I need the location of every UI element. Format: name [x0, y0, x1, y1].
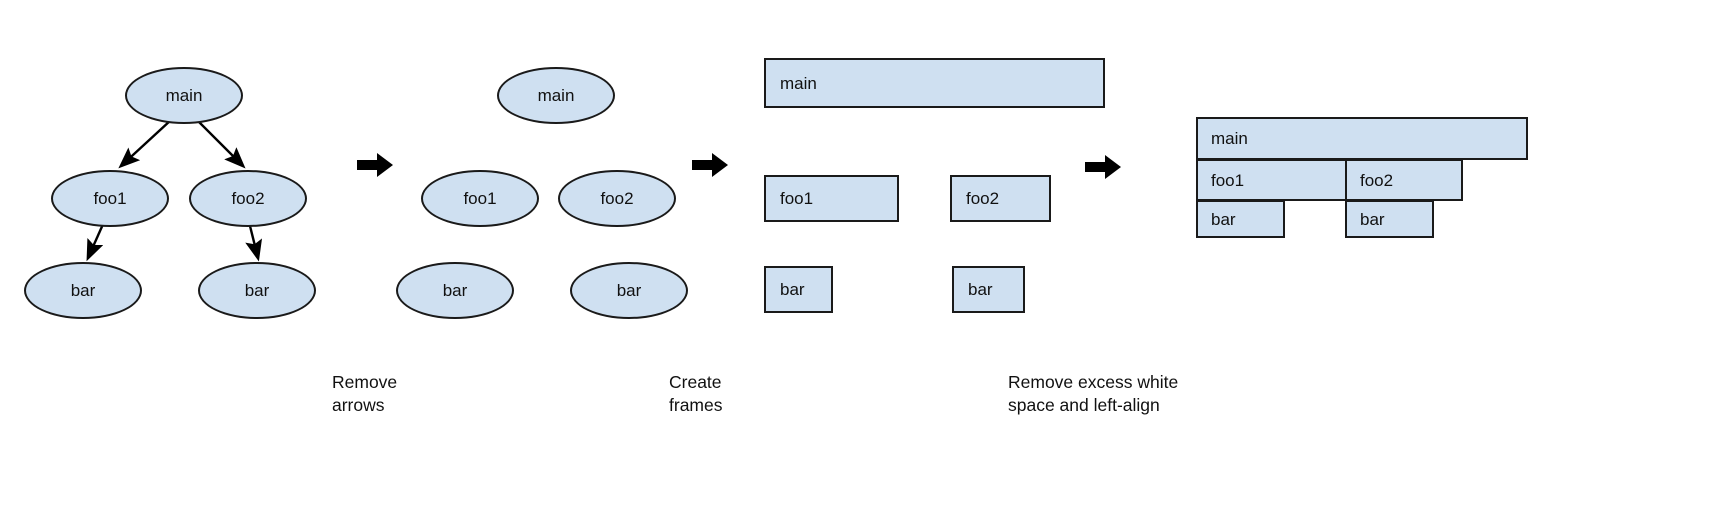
no-arrows-node-foo2[interactable]: foo2: [558, 170, 676, 227]
node-label: foo2: [231, 189, 265, 208]
node-label: bar: [780, 280, 805, 299]
flamegraph-node-foo2[interactable]: foo2: [1345, 159, 1463, 201]
call-tree-node-foo2[interactable]: foo2: [189, 170, 307, 227]
node-label: main: [537, 86, 575, 105]
node-label: bar: [1211, 209, 1236, 229]
node-label: bar: [616, 281, 642, 300]
caption-remove-white-space: Remove excess white space and left-align: [1008, 372, 1179, 416]
no-arrows-node-bar-right[interactable]: bar: [570, 262, 688, 319]
call-tree-node-main[interactable]: main: [125, 67, 243, 124]
node-label: bar: [70, 281, 96, 300]
frames-node-foo2[interactable]: foo2: [950, 175, 1051, 222]
edge-foo1-to-bar1: [86, 221, 106, 262]
no-arrows-node-foo1[interactable]: foo1: [421, 170, 539, 227]
node-label: foo2: [600, 189, 634, 208]
caption-create-frames: Create frames: [669, 372, 723, 416]
frames-node-main[interactable]: main: [764, 58, 1105, 108]
flamegraph-node-bar-left[interactable]: bar: [1196, 200, 1285, 238]
node-label: bar: [1360, 209, 1385, 229]
edge-foo2-to-bar2: [245, 221, 263, 262]
no-arrows-node-bar-left[interactable]: bar: [396, 262, 514, 319]
node-label: foo1: [93, 189, 127, 208]
node-label: main: [1211, 129, 1248, 148]
frames-node-bar-right[interactable]: bar: [952, 266, 1025, 313]
node-label: foo1: [1211, 170, 1245, 190]
transition-arrow-1-icon: [357, 153, 393, 177]
transition-arrow-2-icon: [692, 153, 728, 177]
node-label: bar: [244, 281, 270, 300]
node-label: foo1: [780, 189, 814, 208]
node-label: foo2: [1360, 170, 1394, 190]
no-arrows-node-main[interactable]: main: [497, 67, 615, 124]
node-label: main: [165, 86, 203, 105]
call-tree-node-bar-left[interactable]: bar: [24, 262, 142, 319]
frames-node-bar-left[interactable]: bar: [764, 266, 833, 313]
node-label: bar: [968, 280, 993, 299]
transition-arrow-3-icon: [1085, 155, 1121, 179]
flamegraph-node-bar-right[interactable]: bar: [1345, 200, 1434, 238]
node-label: foo1: [463, 189, 497, 208]
node-label: bar: [442, 281, 468, 300]
caption-remove-arrows: Remove arrows: [332, 372, 398, 416]
edge-main-to-foo2: [196, 119, 246, 169]
frames-node-foo1[interactable]: foo1: [764, 175, 899, 222]
edge-main-to-foo1: [118, 119, 172, 169]
call-tree-node-bar-right[interactable]: bar: [198, 262, 316, 319]
call-tree-node-foo1[interactable]: foo1: [51, 170, 169, 227]
flamegraph-node-main[interactable]: main: [1196, 117, 1528, 160]
node-label: foo2: [966, 189, 1000, 208]
node-label: main: [780, 73, 817, 93]
flamegraph-node-foo1[interactable]: foo1: [1196, 159, 1360, 201]
